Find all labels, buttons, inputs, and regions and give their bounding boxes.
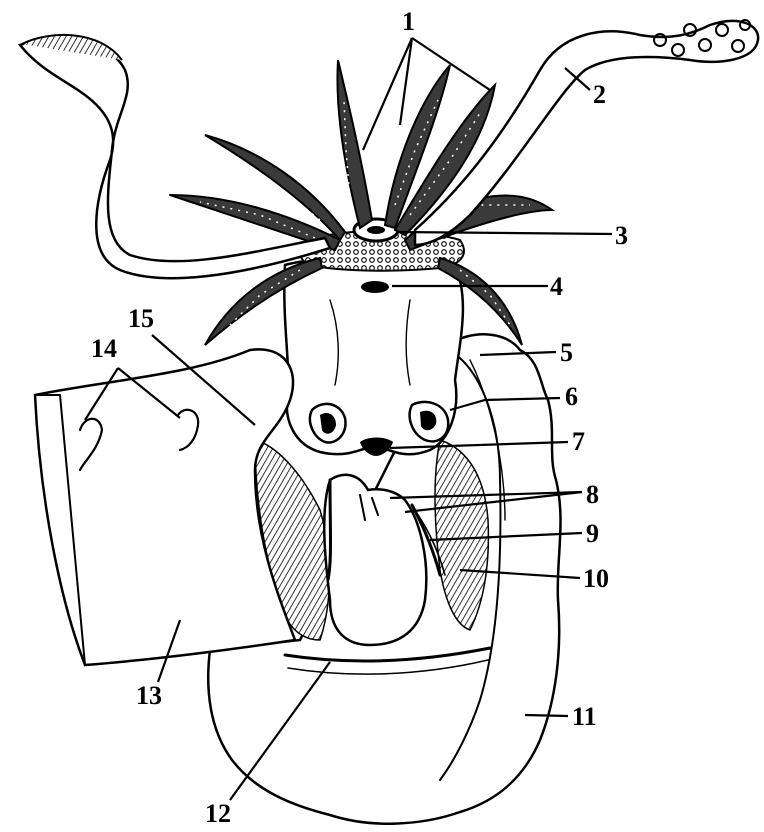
label-4: 4 [550,272,563,301]
leader-1c [412,38,490,90]
label-12: 12 [205,799,231,828]
label-13: 13 [136,681,162,710]
leader-11 [525,715,568,716]
mantle-flap [35,349,295,665]
label-8: 8 [586,480,599,509]
funnel-opening [361,281,389,293]
label-6: 6 [565,382,578,411]
label-5: 5 [560,338,573,367]
label-7: 7 [572,427,585,456]
label-14: 14 [91,334,117,363]
label-3: 3 [615,221,628,250]
label-15: 15 [128,304,154,333]
funnel [284,258,463,457]
label-11: 11 [572,702,597,731]
label-2: 2 [593,80,606,109]
label-9: 9 [586,519,599,548]
label-1: 1 [402,7,415,36]
label-10: 10 [583,564,609,593]
